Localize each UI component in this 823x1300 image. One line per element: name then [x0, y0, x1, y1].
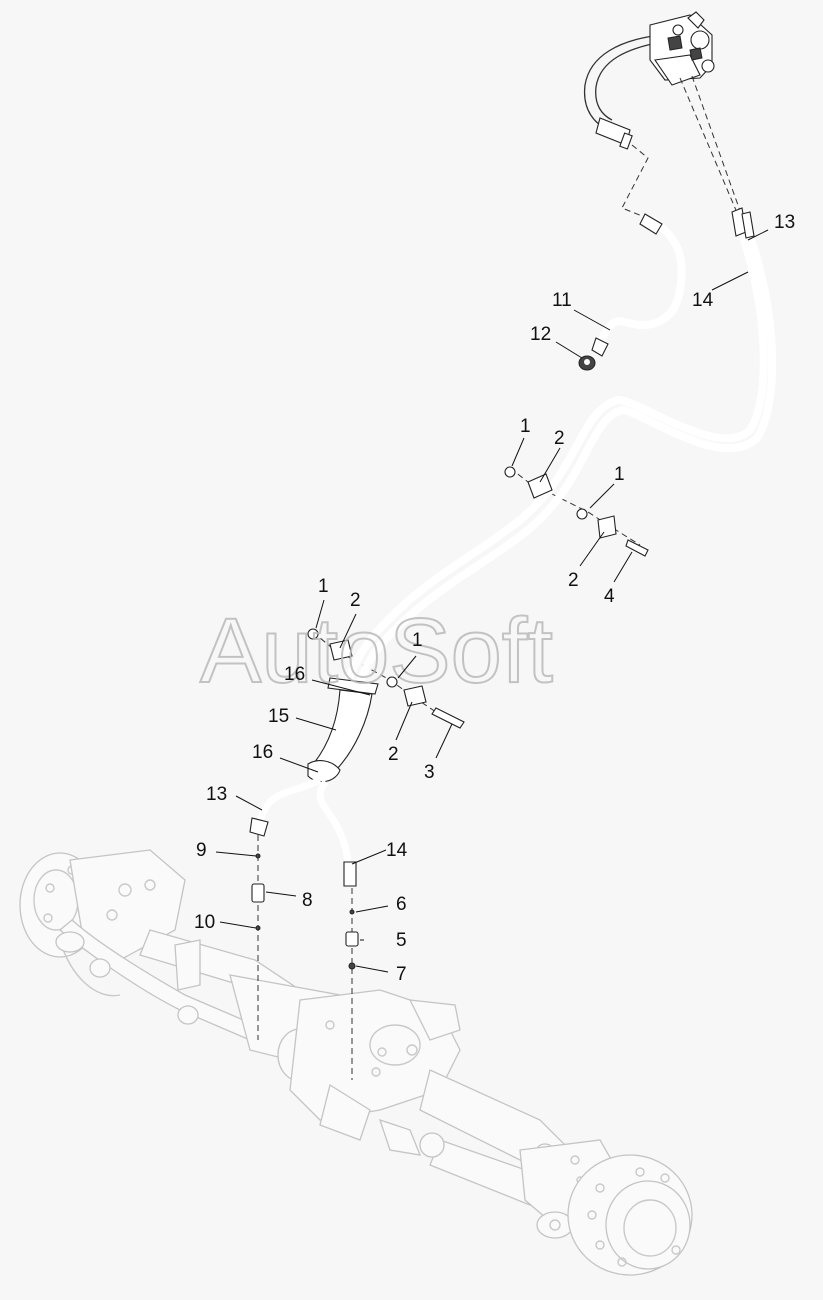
callout-label: 10 [194, 912, 215, 933]
callout-label: 3 [424, 762, 435, 783]
callout-label: 6 [396, 894, 407, 915]
watermark-text: AutoSoft [200, 600, 553, 702]
callout-label: 2 [568, 570, 579, 591]
callout-label: 13 [774, 212, 795, 233]
assembly-lines [257, 75, 745, 1080]
nut-12 [578, 355, 596, 371]
callout-label: 16 [252, 742, 273, 763]
callout-label: 2 [554, 428, 565, 449]
valve-assembly [583, 11, 715, 150]
callout-label: 8 [302, 890, 313, 911]
callout-labels: 13 14 11 12 1 2 1 2 4 1 2 1 16 15 2 3 16… [194, 212, 795, 985]
leader-lines [215, 229, 769, 973]
callout-label: 1 [614, 464, 625, 485]
callout-label: 9 [196, 840, 207, 861]
callout-label: 7 [396, 964, 407, 985]
sleeve-15 [307, 677, 379, 783]
callout-label: 14 [692, 290, 714, 311]
callout-label: 2 [388, 744, 399, 765]
main-hose-bundle [329, 207, 777, 763]
callout-label: 2 [350, 590, 361, 611]
callout-label: 15 [268, 706, 289, 727]
fasteners [251, 466, 649, 970]
callout-label: 5 [396, 930, 407, 951]
axle-ghost [19, 849, 693, 1276]
lower-hoses [249, 776, 357, 887]
callout-label: 1 [520, 416, 531, 437]
callout-label: 14 [386, 840, 408, 861]
hose-11 [591, 213, 686, 357]
callout-label: 1 [412, 630, 423, 651]
callout-label: 12 [530, 324, 551, 345]
callout-label: 13 [206, 784, 227, 805]
callout-label: 4 [604, 586, 615, 607]
callout-label: 11 [552, 290, 572, 311]
callout-label: 16 [284, 664, 305, 685]
callout-label: 1 [318, 576, 329, 597]
